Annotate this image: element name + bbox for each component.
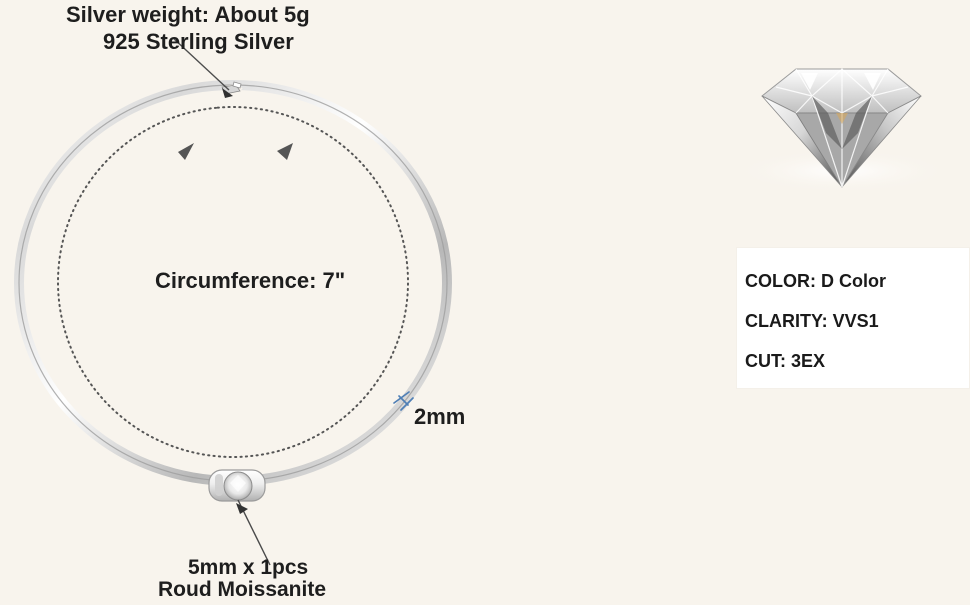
diamond-graphic: [714, 31, 966, 201]
diamond-spec-card: COLOR: D Color CLARITY: VVS1 CUT: 3EX: [737, 248, 969, 388]
diamond-svg: [732, 68, 952, 193]
clasp-top-piece: [232, 81, 242, 89]
weight-label: Silver weight: About 5g: [66, 2, 310, 27]
diamond-highlight-left: [801, 73, 818, 90]
clarity-spec: CLARITY: VVS1: [745, 311, 879, 331]
guide-arrow-right: [277, 143, 293, 160]
guide-arrow-left: [178, 143, 194, 160]
arrow-pointer-icon: [222, 88, 233, 98]
guide-gap-mask: [190, 113, 277, 127]
stone-pointer-icon: [236, 503, 248, 514]
bracelet-svg: [14, 37, 452, 566]
stone-size-label: 5mm x 1pcs: [188, 556, 309, 579]
diamond-highlight-right: [864, 73, 881, 90]
cut-spec: CUT: 3EX: [745, 351, 826, 371]
weight-pointer-line: [172, 37, 230, 91]
bracelet-diagram: Silver weight: About 5g 925 Sterling Sil…: [14, 2, 466, 601]
diamond-rainbow-facet: [836, 113, 848, 124]
thickness-label: 2mm: [414, 404, 466, 429]
dotted-circle-guide: [57, 106, 409, 458]
moissanite-bezel: [208, 469, 266, 502]
color-spec: COLOR: D Color: [745, 271, 886, 291]
stone-type-label: Roud Moissanite: [158, 578, 327, 601]
circumference-label: Circumference: 7": [155, 268, 346, 293]
silver-label: 925 Sterling Silver: [103, 29, 294, 54]
diamond-dark-facets: [812, 96, 872, 149]
thickness-marker: [393, 391, 414, 411]
diamond-pavilion-right: [841, 95, 922, 188]
